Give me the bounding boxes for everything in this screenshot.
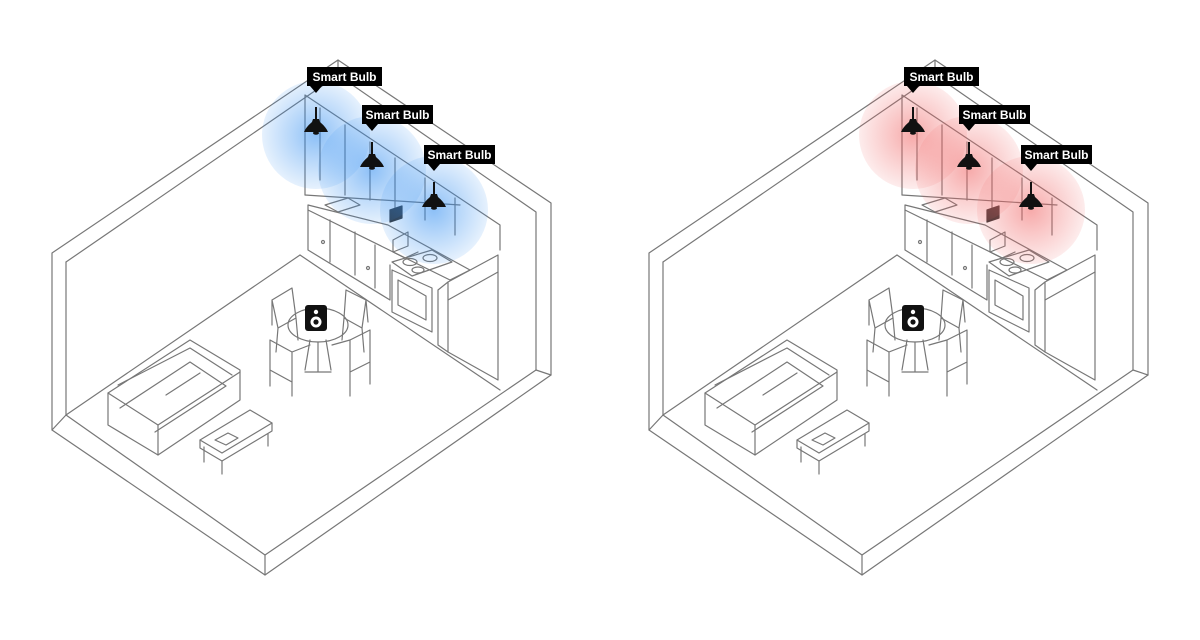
- smart-bulb-label-text: Smart Bulb: [1024, 148, 1088, 162]
- smart-bulb-label-text: Smart Bulb: [909, 70, 973, 84]
- room-scene-left: Smart Bulb Smart Bulb Smart Bulb: [51, 59, 552, 576]
- speaker-icon[interactable]: [305, 305, 327, 331]
- smart-bulb-label-text: Smart Bulb: [962, 108, 1026, 122]
- smart-bulb-label[interactable]: Smart Bulb: [959, 105, 1030, 131]
- speaker-icon[interactable]: [902, 305, 924, 331]
- bulb-glow: [977, 156, 1085, 264]
- smart-bulb-label[interactable]: Smart Bulb: [362, 105, 433, 131]
- smart-bulb-label-text: Smart Bulb: [365, 108, 429, 122]
- smart-bulb-label[interactable]: Smart Bulb: [424, 145, 495, 171]
- room-scene-right: Smart Bulb Smart Bulb Smart Bulb: [648, 59, 1149, 576]
- bulb-glow: [380, 156, 488, 264]
- smart-bulb-label-text: Smart Bulb: [427, 148, 491, 162]
- glow-group-left: [262, 81, 488, 264]
- smart-bulb-label-text: Smart Bulb: [312, 70, 376, 84]
- smart-bulb-label[interactable]: Smart Bulb: [307, 67, 382, 93]
- glow-group-right: [859, 81, 1085, 264]
- smart-bulb-label[interactable]: Smart Bulb: [904, 67, 979, 93]
- smart-bulb-label[interactable]: Smart Bulb: [1021, 145, 1092, 171]
